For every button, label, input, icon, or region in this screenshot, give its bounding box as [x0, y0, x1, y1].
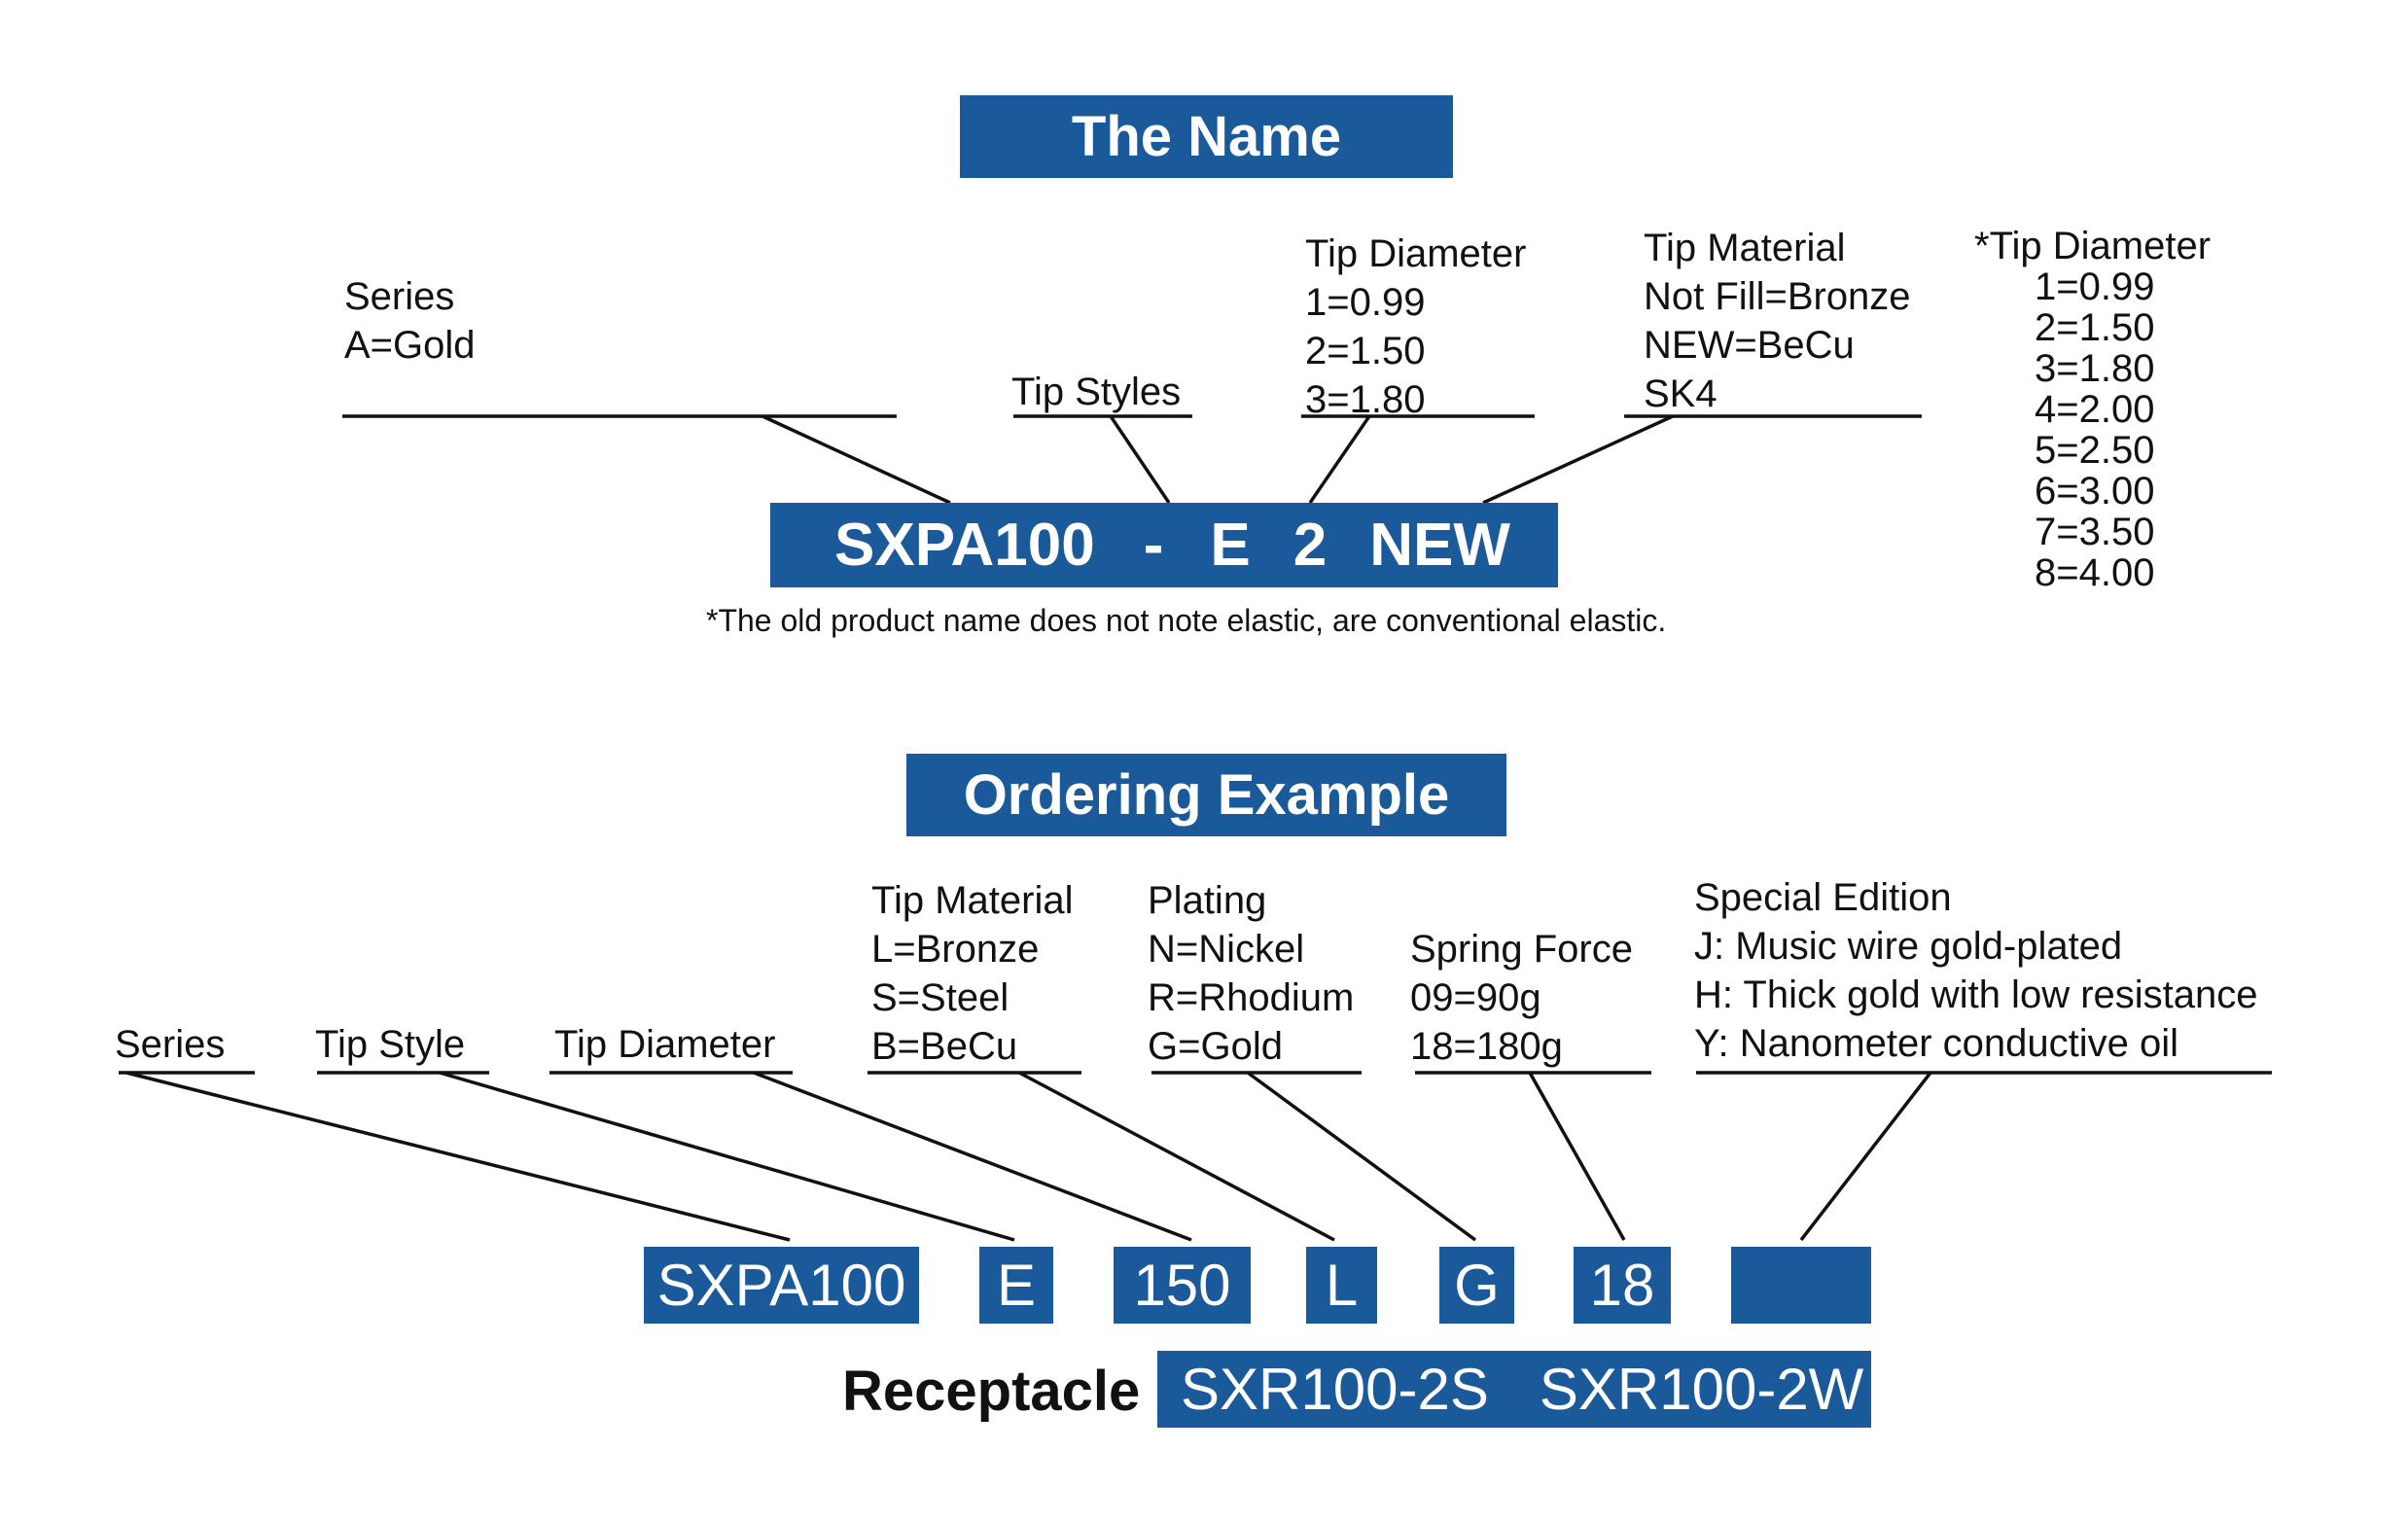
tip-material-label-line: SK4 [1644, 372, 1717, 415]
code-box-spring-force: 18 [1574, 1247, 1671, 1324]
tip-material-label: Tip Material Not Fill=Bronze NEW=BeCu SK… [1644, 224, 1911, 418]
tip-diameter-connector [1308, 415, 1371, 504]
series-label-line: A=Gold [344, 324, 476, 367]
oe-tip-material-label: Tip Material L=Bronze S=Steel B=BeCu [871, 876, 1073, 1071]
name-title: The Name [960, 95, 1453, 178]
tip-diameter-label-line: Tip Diameter [1305, 232, 1527, 275]
code-tip-diameter: 150 [1133, 1253, 1231, 1318]
tip-diameter-label-line: 2=1.50 [1305, 330, 1426, 372]
oe-tip-material-label-line: B=BeCu [871, 1025, 1018, 1068]
oe-plating-label-line: G=Gold [1148, 1025, 1283, 1068]
code-plating: G [1454, 1253, 1500, 1318]
code-box-tip-material: L [1306, 1247, 1377, 1324]
series-connector [761, 414, 951, 505]
series-label: Series A=Gold [344, 272, 476, 370]
code-box-plating: G [1439, 1247, 1514, 1324]
oe-special-edition-connector [1799, 1071, 1932, 1242]
code-spring-force: 18 [1589, 1253, 1655, 1318]
oe-spring-force-label-line: Spring Force [1410, 928, 1633, 971]
oe-spring-force-label-line: 18=180g [1410, 1025, 1563, 1068]
tip-diameter-table-item: 8=4.00 [2035, 551, 2155, 594]
oe-tip-material-label-line: S=Steel [871, 976, 1009, 1019]
oe-special-edition-label-line: H: Thick gold with low resistance [1694, 973, 2258, 1016]
oe-tip-style-label-line: Tip Style [315, 1023, 466, 1066]
code-tip-material: L [1325, 1253, 1359, 1318]
part-number-diameter: 2 [1293, 512, 1328, 579]
oe-series-label: Series [115, 1020, 225, 1069]
oe-special-edition-label-line: Special Edition [1694, 876, 1952, 919]
oe-plating-label-line: Plating [1148, 879, 1267, 922]
oe-tip-material-label-line: L=Bronze [871, 928, 1040, 971]
oe-plating-label: Plating N=Nickel R=Rhodium G=Gold [1148, 876, 1354, 1071]
tip-diameter-table-item: 3=1.80 [2035, 347, 2155, 390]
oe-tip-diameter-label-line: Tip Diameter [554, 1023, 776, 1066]
ordering-title: Ordering Example [906, 754, 1506, 836]
oe-series-connector [125, 1071, 791, 1242]
series-label-line: Series [344, 275, 455, 318]
oe-tip-style-connector [439, 1071, 1015, 1242]
oe-series-label-line: Series [115, 1023, 226, 1066]
oe-tip-diameter-connector [753, 1071, 1192, 1242]
oe-plating-label-line: N=Nickel [1148, 928, 1305, 971]
tip-styles-connector [1109, 415, 1171, 504]
receptacle-box: SXR100-2S SXR100-2W [1157, 1351, 1871, 1428]
tip-diameter-table-item: 2=1.50 [2035, 306, 2155, 349]
tip-diameter-label-line: 1=0.99 [1305, 281, 1426, 324]
oe-special-edition-label-line: J: Music wire gold-plated [1694, 925, 2123, 968]
tip-material-label-line: NEW=BeCu [1644, 324, 1855, 367]
tip-material-label-line: Tip Material [1644, 227, 1846, 269]
name-note: *The old product name does not note elas… [706, 603, 1667, 638]
tip-diameter-table-item: 4=2.00 [2035, 388, 2155, 431]
part-number-style: E [1210, 512, 1251, 579]
oe-plating-connector [1246, 1071, 1477, 1242]
receptacle-label: Receptacle [842, 1360, 1141, 1423]
ordering-title-text: Ordering Example [963, 763, 1450, 827]
oe-spring-force-connector [1528, 1072, 1626, 1241]
tip-styles-label-line: Tip Styles [1011, 371, 1182, 413]
tip-material-label-line: Not Fill=Bronze [1644, 275, 1911, 318]
tip-diameter-table-item: 1=0.99 [2035, 265, 2155, 308]
receptacle-value: SXR100-2W [1539, 1357, 1864, 1422]
code-box-special-edition [1731, 1247, 1871, 1324]
tip-material-connector [1482, 414, 1674, 505]
part-number-box: SXPA100 - E 2 NEW [770, 503, 1558, 587]
tip-diameter-label-line: 3=1.80 [1305, 378, 1426, 421]
oe-tip-diameter-label: Tip Diameter [554, 1020, 775, 1069]
code-box-series: SXPA100 [644, 1247, 919, 1324]
oe-plating-label-line: R=Rhodium [1148, 976, 1355, 1019]
part-number-material: NEW [1369, 512, 1510, 579]
tip-diameter-table-item: 5=2.50 [2035, 429, 2155, 472]
code-tip-style: E [996, 1253, 1037, 1318]
oe-special-edition-label: Special Edition J: Music wire gold-plate… [1694, 873, 2258, 1068]
receptacle-value: SXR100-2S [1181, 1357, 1489, 1422]
name-title-text: The Name [1071, 105, 1342, 168]
oe-tip-material-label-line: Tip Material [871, 879, 1074, 922]
code-box-tip-diameter: 150 [1114, 1247, 1251, 1324]
tip-diameter-label: Tip Diameter 1=0.99 2=1.50 3=1.80 [1305, 230, 1526, 424]
code-box-tip-style: E [979, 1247, 1053, 1324]
part-number-dash: - [1143, 512, 1164, 579]
oe-spring-force-label: Spring Force 09=90g 18=180g [1410, 925, 1633, 1071]
tip-diameter-table-title: *Tip Diameter [1974, 225, 2212, 267]
tip-diameter-table: *Tip Diameter 1=0.99 2=1.50 3=1.80 4=2.0… [1974, 226, 2211, 593]
oe-tip-style-label: Tip Style [315, 1020, 465, 1069]
tip-diameter-table-item: 7=3.50 [2035, 511, 2155, 553]
oe-special-edition-label-line: Y: Nanometer conductive oil [1694, 1022, 2179, 1065]
code-series: SXPA100 [656, 1253, 906, 1318]
tip-styles-label: Tip Styles [1011, 368, 1181, 416]
tip-diameter-table-item: 6=3.00 [2035, 470, 2155, 513]
oe-tip-material-connector [1018, 1071, 1335, 1242]
part-number-series: SXPA100 [834, 512, 1095, 579]
oe-spring-force-label-line: 09=90g [1410, 976, 1541, 1019]
